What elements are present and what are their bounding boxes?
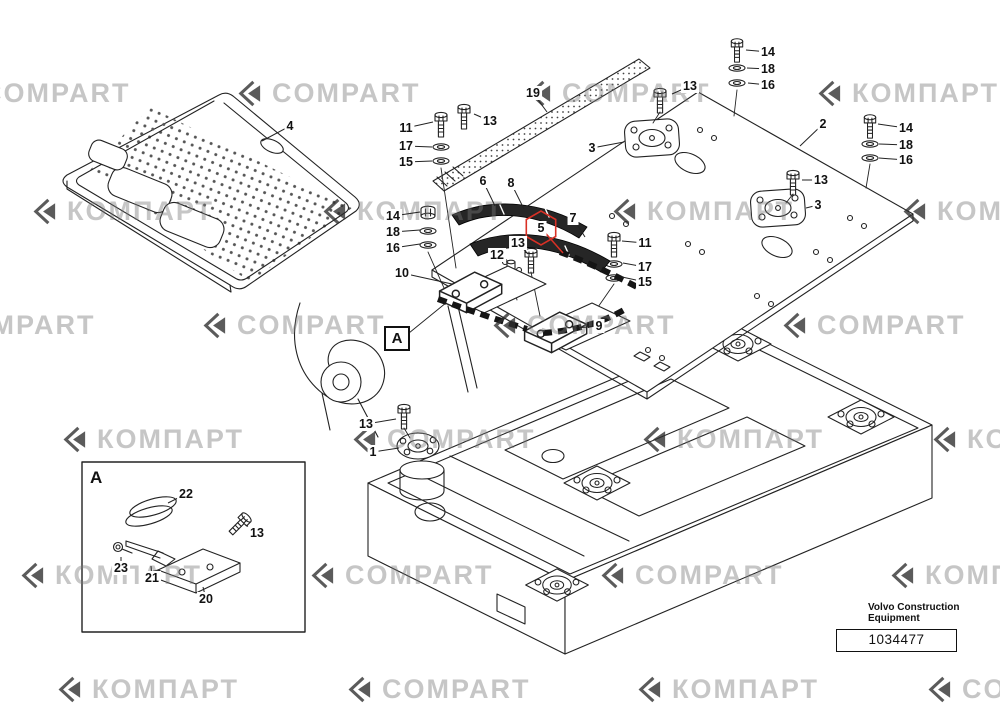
damper-3-drawing [624,118,680,158]
reference-marker: A [384,326,410,351]
brand-line1: Volvo Construction [868,602,960,613]
brand-line2: Equipment [868,613,920,624]
brand-text: Volvo Construction Equipment [868,602,959,624]
hardware-stacks [419,38,879,282]
detail-view-label: A [90,468,103,487]
damper-3-drawing [750,188,806,228]
boom-bracket-drawing [294,302,386,438]
axis-lines [408,89,871,334]
part-number-box: 1034477 [836,629,957,652]
damper-1-drawing [396,403,445,501]
base-frame-drawing [367,301,933,655]
strip-19-drawing [432,58,651,192]
hidden-strips-dashed [436,249,643,336]
nut-14-drawing [420,205,436,220]
detail-view-box-drawing [81,461,306,633]
cover-plate-drawing [62,92,360,293]
